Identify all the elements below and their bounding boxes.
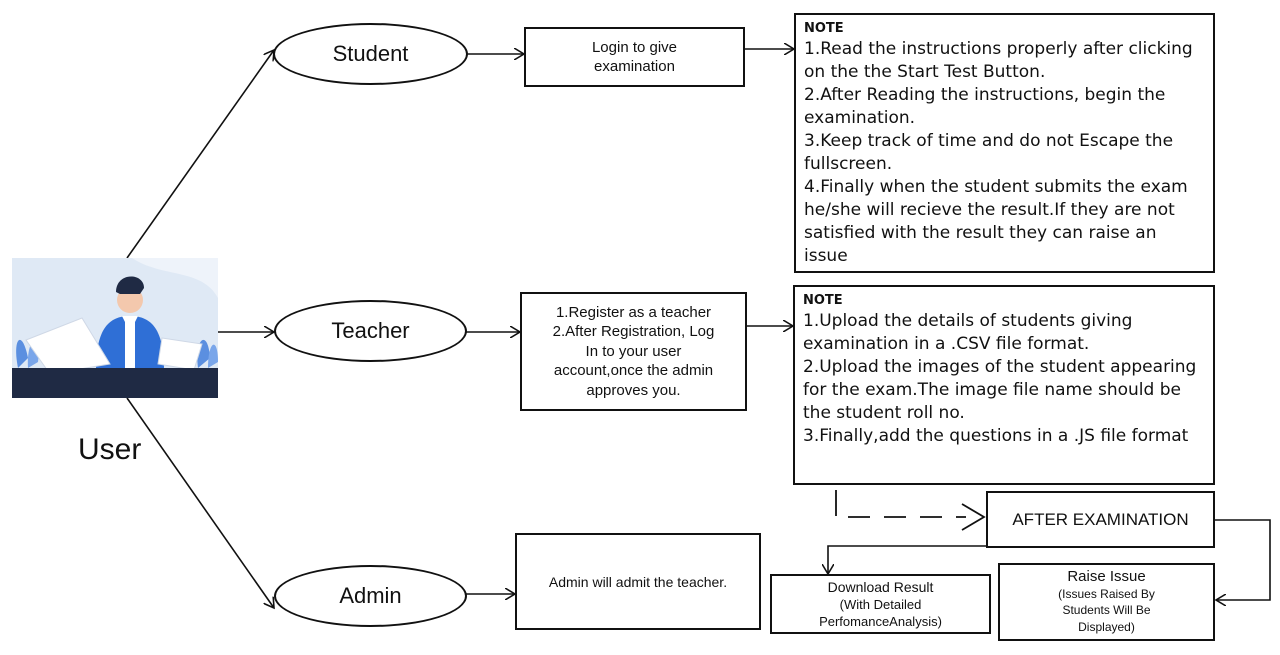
download-result-box: Download Result (With Detailed Perfomanc… bbox=[770, 574, 991, 634]
after-examination-box: AFTER EXAMINATION bbox=[986, 491, 1215, 548]
dashed-arrowhead bbox=[961, 503, 986, 531]
student-login-box: Login to give examination bbox=[524, 27, 745, 87]
user-label: User bbox=[78, 433, 142, 466]
teacher-note-line: 3.Finally,add the questions in a .JS fil… bbox=[803, 426, 1189, 446]
student-login-line-1: Login to give bbox=[591, 39, 678, 56]
teacher-note-line: for the exam.The image file name should … bbox=[803, 380, 1181, 400]
teacher-register-line: 2.After Registration, Log bbox=[552, 323, 715, 341]
teacher-note-title: NOTE bbox=[803, 293, 843, 308]
teacher-register-line: account,once the admin bbox=[553, 362, 714, 380]
raise-issue-sub: Students Will Be bbox=[1062, 603, 1151, 617]
student-login-line-2: examination bbox=[594, 58, 675, 75]
admin-admit-text: Admin will admit the teacher. bbox=[548, 573, 728, 590]
student-note-line: issue bbox=[804, 246, 848, 266]
student-note-line: satisfied with the result they can raise… bbox=[804, 223, 1157, 243]
teacher-register-line: In to your user bbox=[585, 342, 682, 360]
raise-issue-title: Raise Issue bbox=[1067, 568, 1146, 585]
student-note-line: 2.After Reading the instructions, begin … bbox=[804, 85, 1166, 105]
edge-after-exam-download bbox=[828, 545, 988, 574]
teacher-register-line: approves you. bbox=[586, 381, 681, 399]
raise-issue-sub: (Issues Raised By bbox=[1058, 586, 1155, 601]
edge-user-student bbox=[126, 50, 274, 259]
after-examination-label: AFTER EXAMINATION bbox=[1012, 509, 1189, 529]
download-result-title: Download Result bbox=[827, 578, 934, 595]
raise-issue-sub: Displayed) bbox=[1078, 619, 1135, 634]
user-illustration bbox=[12, 258, 218, 398]
student-note-line: 4.Finally when the student submits the e… bbox=[804, 177, 1188, 197]
teacher-note: NOTE 1.Upload the details of students gi… bbox=[793, 285, 1215, 485]
raise-issue-box: Raise Issue (Issues Raised By Students W… bbox=[998, 563, 1215, 641]
download-result-sub: PerfomanceAnalysis) bbox=[819, 613, 942, 629]
admin-node: Admin bbox=[274, 565, 467, 627]
student-note-line: 1.Read the instructions properly after c… bbox=[804, 39, 1193, 59]
student-note-line: examination. bbox=[804, 108, 916, 128]
teacher-register-box: 1.Register as a teacher 2.After Registra… bbox=[520, 292, 747, 411]
teacher-note-line: 1.Upload the details of students giving bbox=[803, 311, 1133, 331]
download-result-sub: (With Detailed bbox=[839, 596, 922, 612]
edge-user-admin bbox=[126, 397, 274, 608]
admin-admit-box: Admin will admit the teacher. bbox=[515, 533, 761, 630]
teacher-note-line: the student roll no. bbox=[803, 403, 965, 423]
student-node: Student bbox=[273, 23, 468, 85]
student-note-title: NOTE bbox=[804, 21, 844, 36]
student-note-line: fullscreen. bbox=[804, 154, 893, 174]
person-at-laptop-illustration bbox=[12, 258, 218, 398]
student-note-line: on the the Start Test Button. bbox=[804, 62, 1046, 82]
student-note-line: he/she will recieve the result.If they a… bbox=[804, 200, 1175, 220]
teacher-note-line: 2.Upload the images of the student appea… bbox=[803, 357, 1197, 377]
student-note: NOTE 1.Read the instructions properly af… bbox=[794, 13, 1215, 273]
teacher-node: Teacher bbox=[274, 300, 467, 362]
teacher-register-line: 1.Register as a teacher bbox=[555, 303, 712, 321]
edge-after-exam-raise bbox=[1214, 519, 1271, 600]
teacher-note-line: examination in a .CSV file format. bbox=[803, 334, 1090, 354]
student-note-line: 3.Keep track of time and do not Escape t… bbox=[804, 131, 1174, 151]
